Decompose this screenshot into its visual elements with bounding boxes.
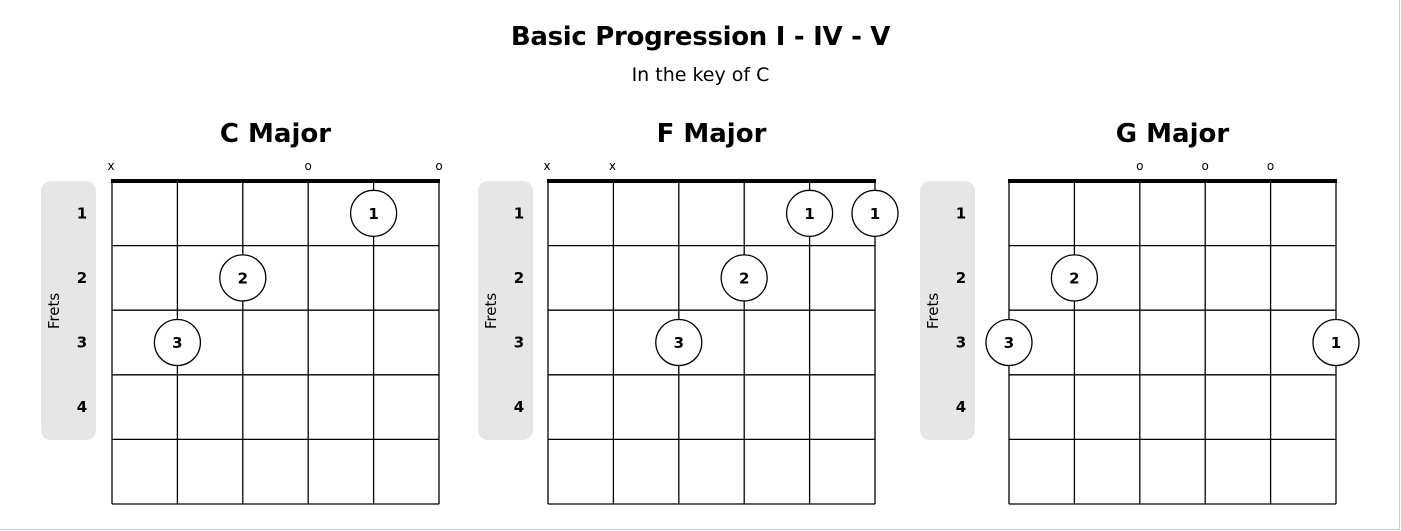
finger-circle	[349, 189, 398, 237]
fret-number: 4	[514, 398, 524, 416]
muted-string-marker: x	[543, 159, 550, 173]
muted-string-marker: x	[609, 159, 616, 173]
fret-number: 1	[514, 204, 524, 222]
fret-number: 1	[77, 204, 87, 222]
finger-circle	[153, 318, 202, 367]
finger-circle	[785, 189, 834, 237]
open-string-marker: o	[435, 159, 442, 173]
open-string-marker: o	[1267, 159, 1274, 173]
finger-dot: 1	[785, 189, 834, 237]
finger-label: 1	[368, 205, 378, 223]
page-subtitle: In the key of C	[631, 64, 770, 86]
finger-dot: 2	[720, 254, 768, 302]
muted-string-marker: x	[107, 159, 114, 173]
finger-dot: 3	[153, 318, 202, 367]
frets-label: Frets	[482, 293, 500, 329]
finger-label: 3	[1004, 334, 1014, 352]
finger-circle	[720, 254, 768, 302]
finger-circle	[655, 318, 703, 367]
finger-circle	[1312, 318, 1360, 367]
finger-dot: 1	[1312, 318, 1360, 367]
fret-number: 2	[514, 269, 524, 287]
chord-name: F Major	[657, 119, 767, 149]
fret-number: 2	[77, 269, 87, 287]
fret-number: 1	[956, 204, 966, 222]
open-string-marker: o	[1202, 159, 1209, 173]
fret-number: 2	[956, 269, 966, 287]
finger-circle	[851, 189, 899, 237]
chord-name: C Major	[220, 119, 331, 149]
finger-dot: 2	[219, 254, 267, 302]
fret-number: 4	[956, 398, 966, 416]
frets-label: Frets	[924, 293, 942, 329]
finger-circle	[219, 254, 267, 302]
open-string-marker: o	[305, 159, 312, 173]
fret-number: 3	[514, 334, 524, 352]
finger-dot: 2	[1050, 254, 1099, 302]
chord-name: G Major	[1116, 119, 1230, 149]
open-string-marker: o	[1136, 159, 1143, 173]
finger-dot: 3	[655, 318, 703, 367]
finger-label: 3	[172, 334, 182, 352]
finger-dot: 1	[349, 189, 398, 237]
fret-number: 3	[77, 334, 87, 352]
nut	[547, 179, 876, 183]
page-title: Basic Progression I - IV - V	[510, 22, 891, 52]
frets-panel	[920, 181, 975, 440]
finger-circle	[1050, 254, 1099, 302]
finger-label: 2	[238, 269, 248, 287]
finger-dot: 1	[851, 189, 899, 237]
frets-label: Frets	[45, 293, 63, 329]
finger-label: 1	[870, 205, 880, 223]
nut	[111, 179, 440, 183]
frets-panel	[478, 181, 533, 440]
fret-number: 3	[956, 334, 966, 352]
finger-label: 2	[739, 269, 749, 287]
frets-panel	[41, 181, 96, 440]
finger-circle	[985, 318, 1033, 367]
finger-label: 3	[674, 334, 684, 352]
finger-label: 1	[1331, 334, 1341, 352]
finger-label: 2	[1069, 269, 1079, 287]
fret-number: 4	[77, 398, 87, 416]
finger-label: 1	[804, 205, 814, 223]
nut	[1008, 179, 1337, 183]
finger-dot: 3	[985, 318, 1033, 367]
